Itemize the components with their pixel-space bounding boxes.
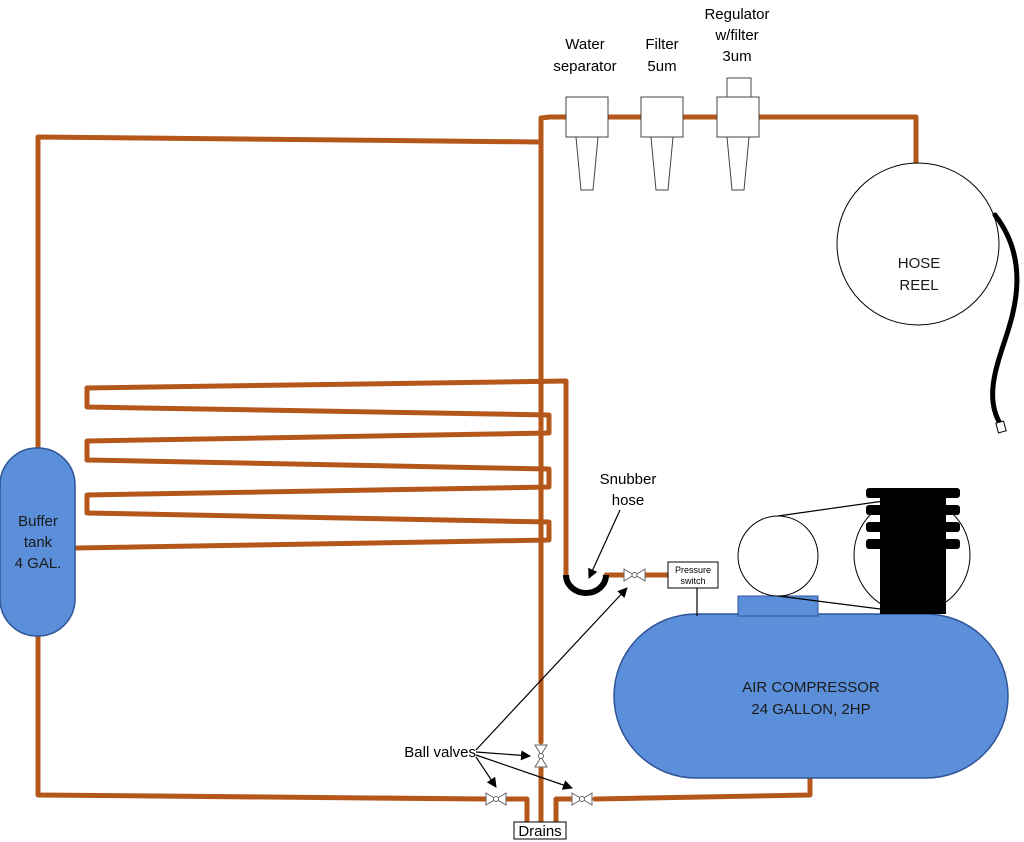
pressure-switch-label-2: switch bbox=[680, 576, 705, 586]
drain-pipe-left bbox=[502, 796, 530, 825]
regulator-label-3: 3um bbox=[722, 48, 751, 65]
compressor-pump-head bbox=[866, 488, 960, 614]
main-riser-pipe bbox=[538, 114, 553, 745]
hose-reel[interactable] bbox=[836, 162, 1000, 326]
drain-pipe-right bbox=[553, 796, 575, 825]
buffer-drain-pipe bbox=[35, 632, 489, 802]
buffer-tank-label-3: 4 GAL. bbox=[15, 555, 62, 572]
buffer-tank-label-2: tank bbox=[24, 534, 53, 551]
drains-box bbox=[513, 821, 567, 840]
ball-valve-left[interactable] bbox=[485, 792, 507, 806]
drains-label: Drains bbox=[518, 823, 561, 840]
top-return-pipe bbox=[35, 134, 543, 458]
buffer-tank-label-1: Buffer bbox=[18, 513, 58, 530]
hose-reel-label-1: HOSE bbox=[898, 255, 941, 272]
regulator-filter bbox=[716, 77, 760, 191]
water-separator-label-1: Water bbox=[565, 36, 604, 53]
filter-label-2: 5um bbox=[647, 58, 676, 75]
ball-valve-riser[interactable] bbox=[534, 744, 548, 768]
snubber-hose bbox=[563, 574, 609, 596]
ball-valve-arrows bbox=[475, 587, 628, 790]
hose-nozzle bbox=[995, 420, 1007, 434]
ball-valves-label: Ball valves bbox=[404, 744, 476, 761]
compressor-tank bbox=[613, 613, 1009, 779]
filter-label-1: Filter bbox=[645, 36, 678, 53]
pressure-switch bbox=[667, 561, 719, 589]
compressor-label-2: 24 GALLON, 2HP bbox=[751, 701, 870, 718]
hose-reel-label-2: REEL bbox=[899, 277, 938, 294]
regulator-label-2: w/filter bbox=[714, 27, 758, 44]
compressor-label-1: AIR COMPRESSOR bbox=[742, 679, 880, 696]
filter-5um bbox=[640, 96, 684, 191]
snubber-label-2: hose bbox=[612, 492, 645, 509]
water-separator-label-2: separator bbox=[553, 58, 616, 75]
hose-reel-hose bbox=[990, 212, 1020, 428]
water-separator bbox=[565, 96, 609, 191]
buffer-tank bbox=[0, 447, 76, 637]
ball-valve-right[interactable] bbox=[571, 792, 593, 806]
pressure-switch-label-1: Pressure bbox=[675, 565, 711, 575]
snubber-arrow bbox=[588, 509, 621, 579]
cooling-coil-pipe bbox=[73, 378, 569, 578]
motor-pulley bbox=[737, 515, 819, 597]
snubber-label-1: Snubber bbox=[600, 471, 657, 488]
ball-valve-snubber[interactable] bbox=[623, 568, 646, 582]
compressor-drain-pipe bbox=[592, 775, 813, 802]
regulator-label-1: Regulator bbox=[704, 6, 769, 23]
